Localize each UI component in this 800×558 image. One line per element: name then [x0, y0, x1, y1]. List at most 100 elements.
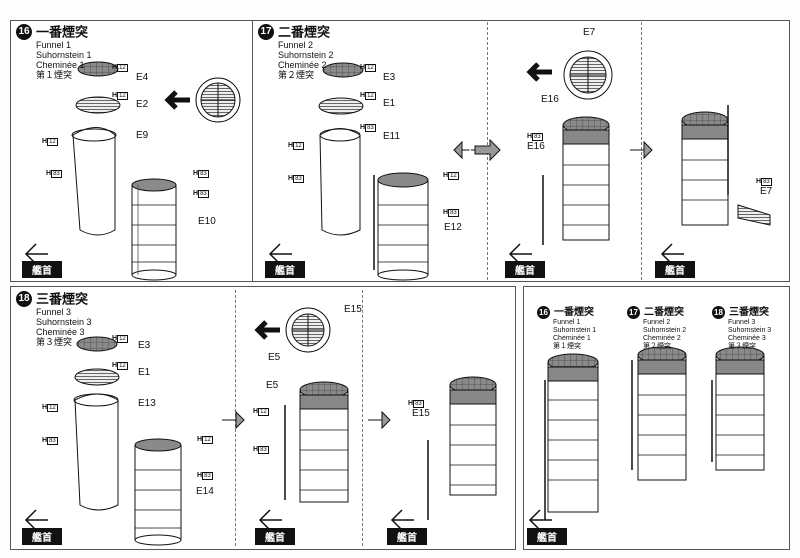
funnel-shell-e9	[71, 127, 117, 236]
funnel-grille-e1	[74, 368, 120, 386]
bow-arrow-icon	[24, 509, 48, 531]
step-de: Suhornstein 3	[728, 327, 772, 334]
step-en: Funnel 1	[553, 319, 581, 326]
funnel-assembled-17b	[681, 105, 771, 226]
step-jp2: 第３煙突	[36, 337, 73, 347]
step-arrow-icon	[368, 410, 391, 430]
step-fr: Cheminée 2	[278, 60, 327, 70]
part-label: E11	[383, 131, 401, 142]
funnel-grille-detail	[195, 77, 241, 123]
funnel-final-3	[711, 346, 765, 471]
funnel-assembled-17a	[542, 116, 610, 245]
part-label: E15	[412, 408, 430, 419]
step-jp-title: 三番煙突	[729, 307, 769, 318]
part-label: E7	[583, 27, 596, 38]
step-en: Funnel 3	[728, 319, 756, 326]
part-label: E16	[541, 94, 559, 105]
funnel-top-e7	[563, 50, 613, 100]
funnel-final-2	[631, 346, 687, 481]
funnel-body-e10	[131, 178, 177, 281]
part-label: E4	[136, 72, 149, 83]
step-number: 16	[537, 306, 550, 319]
step-number: 16	[16, 24, 32, 40]
funnel-assembled-18b	[427, 376, 497, 520]
step-de: Suhornstein 1	[553, 327, 597, 334]
bow-label-text: 艦首	[505, 261, 545, 278]
step-de: Suhornstein 1	[36, 50, 92, 60]
step-en: Funnel 3	[36, 307, 72, 317]
step-jp-title: 二番煙突	[644, 307, 684, 318]
step-fr: Cheminée 3	[36, 327, 85, 337]
step-number: 18	[16, 291, 32, 307]
bow-label-text: 艦首	[655, 261, 695, 278]
bow-arrow-icon	[390, 509, 414, 531]
funnel-body-e14	[134, 438, 182, 546]
step-jp2: 第２煙突	[278, 70, 315, 80]
part-label: E5	[266, 380, 279, 391]
part-label: E7	[760, 186, 773, 197]
step-de: Suhornstein 2	[643, 327, 687, 334]
funnel-top-e15	[285, 307, 331, 353]
bow-label: 艦首	[655, 261, 695, 278]
step-arrow-icon	[630, 140, 653, 160]
bow-label-text: 艦首	[22, 528, 62, 545]
part-label: E10	[198, 216, 216, 227]
bow-arrow-icon	[258, 509, 282, 531]
step-jp2: 第３煙突	[728, 343, 756, 350]
part-label: E16	[527, 141, 545, 152]
bow-arrow-icon	[24, 243, 48, 265]
funnel-cap-e3	[322, 62, 364, 78]
step-de: Suhornstein 3	[36, 317, 92, 327]
bow-label: 艦首	[527, 528, 567, 545]
part-label: E15	[344, 304, 362, 315]
part-label: E9	[136, 130, 149, 141]
step-jp-title: 二番煙突	[278, 24, 331, 40]
step-fr: Cheminée 3	[728, 335, 766, 342]
funnel-final-1	[544, 353, 599, 520]
bow-label: 艦首	[22, 261, 62, 278]
part-label: E13	[138, 398, 156, 409]
bow-label-text: 艦首	[255, 528, 295, 545]
funnel-cap-e4	[77, 61, 119, 77]
funnel-grille-e2	[75, 96, 121, 114]
bow-label: 艦首	[387, 528, 427, 545]
funnel-body-e12	[373, 172, 429, 281]
bow-label-text: 艦首	[22, 261, 62, 278]
funnel-grille-e1	[318, 97, 364, 115]
arrow-left-icon	[164, 90, 190, 110]
bow-arrow-icon	[268, 243, 292, 265]
arrow-left-icon	[526, 62, 552, 82]
arrow-left-icon	[254, 320, 280, 340]
divider	[362, 290, 363, 546]
bow-label-text: 艦首	[265, 261, 305, 278]
part-label: E12	[444, 222, 462, 233]
step-arrow-icon	[453, 140, 476, 160]
step-number: 17	[258, 24, 274, 40]
step-en: Funnel 1	[36, 40, 72, 50]
bow-label: 艦首	[22, 528, 62, 545]
step-de: Suhornstein 2	[278, 50, 334, 60]
step-arrow-icon	[474, 138, 501, 162]
